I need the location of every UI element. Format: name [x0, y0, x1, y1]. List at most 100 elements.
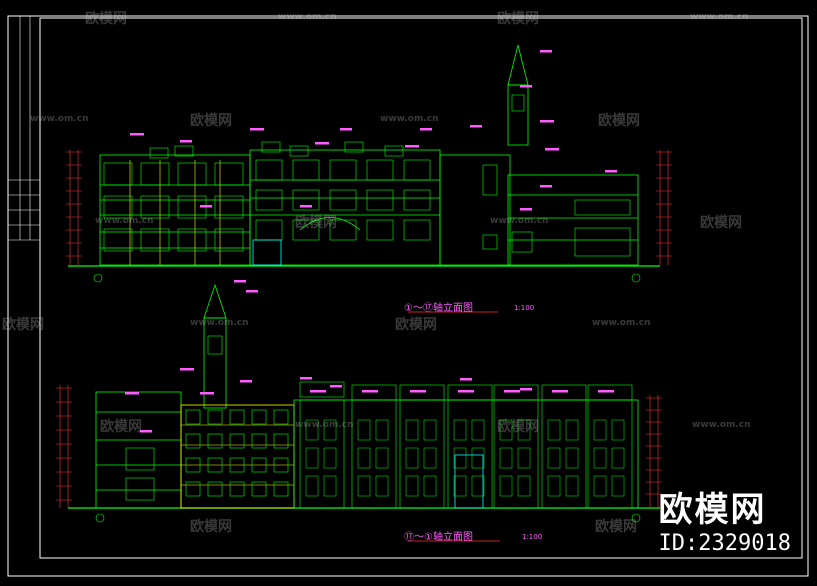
- upper-window-2-0: [103, 228, 133, 252]
- drawing-inner-frame: [39, 17, 803, 559]
- drawing-outer-frame: [7, 15, 809, 577]
- upper-elevation-label-6: [420, 128, 432, 131]
- upper-elevation-label-4: [340, 128, 352, 131]
- entrance-arch: [299, 217, 361, 231]
- lower-left-window-2: [125, 477, 155, 501]
- tower-window: [511, 94, 525, 112]
- lower-middle-window-0-2: [229, 409, 245, 425]
- upper-elevation-label-0: [130, 133, 144, 136]
- middle-window-1-0: [255, 189, 283, 211]
- upper-elevation-label-3: [315, 142, 329, 145]
- lower-bay-4-window-left-0: [499, 419, 513, 441]
- lower-middle-window-1-4: [273, 433, 289, 449]
- middle-window-0-1: [292, 159, 320, 181]
- lower-bay-6-window-left-2: [593, 475, 607, 497]
- upper-elevation-label-15: [540, 50, 552, 53]
- lower-bay-2-window-right-0: [423, 419, 437, 441]
- lower-bay-3-window-right-0: [471, 419, 485, 441]
- lower-bay-1: [351, 399, 397, 509]
- brand-id: ID:2329018: [658, 531, 791, 556]
- watermark-url-3: www.om.cn: [380, 114, 439, 124]
- lower-middle-window-2-1: [207, 457, 223, 473]
- lower-bay-label-4: [504, 390, 520, 393]
- upper-elevation-label-16: [520, 85, 532, 88]
- upper-window-0-1: [140, 162, 170, 186]
- lower-middle-block-outline: [180, 404, 295, 509]
- lower-middle-window-1-3: [251, 433, 267, 449]
- lower-parapet-2: [399, 384, 445, 401]
- lower-bay-label-3: [458, 390, 474, 393]
- lower-bay-4-window-right-0: [517, 419, 531, 441]
- lower-bay-5: [541, 399, 587, 509]
- lower-bay-4-window-left-1: [499, 447, 513, 469]
- lower-bay-3-window-left-0: [453, 419, 467, 441]
- lower-bay-6: [587, 399, 633, 509]
- upper-elevation-label-18: [246, 290, 258, 293]
- middle-window-1-4: [403, 189, 431, 211]
- upper-elevation-label-9: [545, 148, 559, 151]
- lower-elevation-label-0: [180, 368, 194, 371]
- lower-bay-6-window-right-1: [611, 447, 625, 469]
- lower-bay-5-window-right-1: [565, 447, 579, 469]
- lower-main-entrance: [454, 454, 484, 509]
- lower-middle-window-2-3: [251, 457, 267, 473]
- lower-middle-window-3-0: [185, 481, 201, 497]
- lower-elevation-label-6: [200, 392, 214, 395]
- upper-window-1-1: [140, 195, 170, 219]
- lower-bay-5-window-left-0: [547, 419, 561, 441]
- far-right-window-small: [511, 231, 533, 253]
- lower-bay-0-window-right-1: [323, 447, 337, 469]
- lower-bay-6-window-right-0: [611, 419, 625, 441]
- lower-bay-label-6: [598, 390, 614, 393]
- lower-bay-5-window-right-2: [565, 475, 579, 497]
- far-right-block-outline: [507, 174, 639, 266]
- lower-grid-bubble-left: [95, 513, 105, 523]
- watermark-url-6: www.om.cn: [95, 216, 154, 226]
- middle-window-1-1: [292, 189, 320, 211]
- upper-elevation: [66, 44, 672, 313]
- lower-middle-window-3-2: [229, 481, 245, 497]
- tower-spire: [507, 44, 529, 86]
- lower-parapet-1: [351, 384, 397, 401]
- right-block-outline: [439, 154, 511, 266]
- watermark-logo-9: 欧模网: [100, 419, 142, 435]
- watermark-logo-11: 欧模网: [190, 519, 232, 535]
- upper-parapet-2: [261, 141, 281, 153]
- entrance-door: [252, 239, 282, 266]
- middle-window-0-2: [329, 159, 357, 181]
- lower-bay-5-window-left-2: [547, 475, 561, 497]
- lower-bay-1-window-left-0: [357, 419, 371, 441]
- lower-bay-2-window-left-0: [405, 419, 419, 441]
- lower-elevation: [56, 283, 662, 542]
- lower-bay-6-window-right-2: [611, 475, 625, 497]
- lower-middle-window-0-4: [273, 409, 289, 425]
- lower-bay-2-window-left-2: [405, 475, 419, 497]
- lower-elevation-label-7: [460, 378, 472, 381]
- upper-window-1-3: [214, 195, 244, 219]
- upper-elevation-label-11: [605, 170, 617, 173]
- middle-block-outline: [249, 149, 441, 266]
- lower-bay-2-window-right-2: [423, 475, 437, 497]
- watermark-url-7: www.om.cn: [190, 318, 249, 328]
- watermark-url-2: www.om.cn: [690, 12, 749, 22]
- lower-bay-3-window-right-1: [471, 447, 485, 469]
- upper-window-0-0: [103, 162, 133, 186]
- lower-left-block-outline: [95, 391, 182, 509]
- watermark-logo-7: 欧模网: [2, 317, 44, 333]
- lower-bay-1-window-left-2: [357, 475, 371, 497]
- lower-bay-3-window-left-2: [453, 475, 467, 497]
- middle-window-1-3: [366, 189, 394, 211]
- upper-parapet-5: [384, 145, 404, 157]
- watermark-logo-1: 欧模网: [85, 11, 127, 27]
- lower-middle-window-1-0: [185, 433, 201, 449]
- middle-window-0-4: [403, 159, 431, 181]
- lower-bay-3-window-right-2: [471, 475, 485, 497]
- right-block-window-small: [482, 234, 498, 250]
- lower-bay-0-window-left-1: [305, 447, 319, 469]
- upper-elevation-label-10: [540, 185, 552, 188]
- lower-parapet-4: [493, 384, 539, 401]
- lower-bay-4-window-right-1: [517, 447, 531, 469]
- watermark-url-9: www.om.cn: [295, 420, 354, 430]
- lower-bay-label-0: [310, 390, 326, 393]
